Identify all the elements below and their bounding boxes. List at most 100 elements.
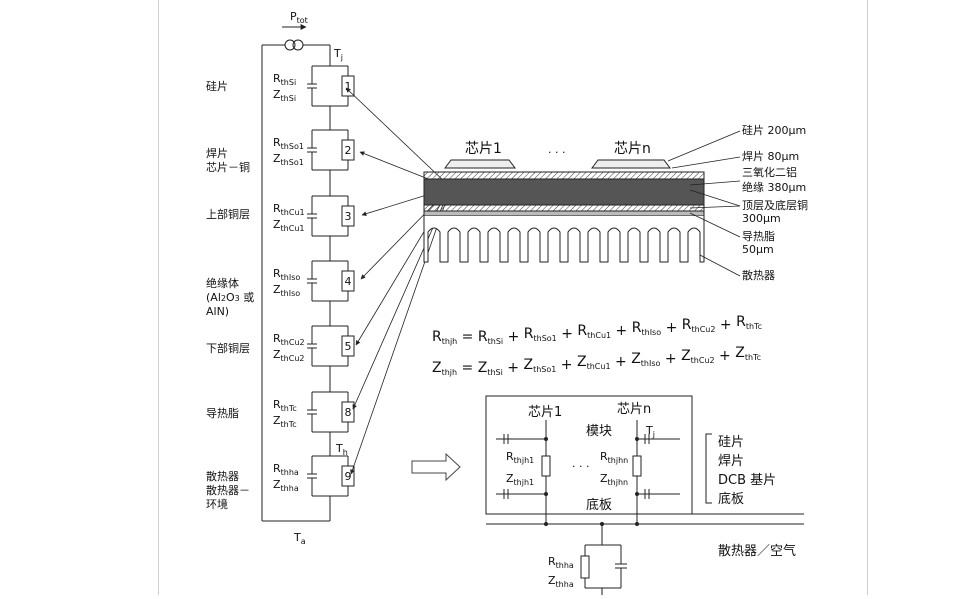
ta-label: Ta (293, 531, 306, 546)
resistor-box (341, 139, 355, 161)
chip-n-shape (591, 159, 671, 169)
stage-z-label: Zthha (273, 478, 299, 493)
cross-section-label: 300µm (742, 212, 781, 225)
bottom-copper-layer (423, 204, 705, 212)
label-leader-line (689, 180, 741, 186)
module-label: 模块 (586, 424, 612, 439)
layer-name-line: 上部铜层 (206, 207, 250, 221)
module-right-label: 焊片 (718, 453, 744, 469)
module-box: 芯片1 芯片n 模块 底板 · · · Rthjh1Zthjh1RthjhnZt… (485, 395, 804, 595)
layer-name-line: 散热器－ (206, 483, 250, 497)
layer-name-line: 芯片－铜 (206, 160, 250, 174)
label-leader-line (671, 156, 741, 169)
cross-section-label: 绝缘 380µm (742, 180, 806, 194)
stage-r-label: RthCu1 (273, 202, 305, 217)
ha-node (600, 522, 604, 526)
layer-name-line: (Al2O3 或 (206, 291, 254, 304)
module-rn: Rthjhn (600, 450, 628, 465)
cross-section-label: 焊片 80µm (742, 149, 799, 163)
module-right-label: 硅片 (718, 435, 744, 450)
heatsink-fins (423, 216, 705, 263)
module-tj: Tj (645, 424, 655, 439)
cross-section-label: 散热器 (742, 268, 775, 282)
layer-name-line: AlN) (206, 305, 229, 318)
branch-n-resistor (632, 455, 642, 477)
module-chip-1: 芯片1 (528, 405, 562, 420)
stage-r-label: RthSo1 (273, 136, 304, 151)
transform-arrow (411, 452, 461, 482)
chip-1-label: 芯片1 (465, 141, 502, 157)
layer-name-line: 绝缘体 (206, 276, 239, 290)
layer-name-line: 焊片 (206, 146, 228, 160)
module-right-label: DCB 基片 (718, 473, 776, 488)
stage-z-label: ZthIso (273, 283, 300, 298)
stage-z-label: ZthCu2 (273, 348, 305, 363)
chip-1-shape (444, 159, 516, 169)
current-source-circle-right (292, 39, 304, 51)
stage-number: 8 (345, 406, 352, 419)
page-margin-left (158, 0, 159, 595)
module-r1: Rthjh1 (506, 450, 534, 465)
stage-number: 5 (345, 340, 352, 353)
cross-section-label: 导热脂 (742, 229, 775, 243)
heatsink-air-label: 散热器／空气 (718, 543, 796, 559)
module-rha: Rthha (548, 555, 574, 570)
current-source-circle-left (284, 39, 296, 51)
cauer-ladder-network: 1RthSiZthSi硅片2RthSo1ZthSo1焊片芯片－铜3RthCu1Z… (206, 44, 447, 522)
z-equation: Zthjh = ZthSi + ZthSo1 + ZthCu1 + ZthIso… (432, 345, 761, 377)
stage-z-label: ZthSo1 (273, 152, 304, 167)
branch-1-resistor (541, 455, 551, 477)
layer-name-line: 硅片 (206, 80, 228, 93)
insulator-layer (423, 178, 705, 206)
thermal-grease-layer (423, 210, 705, 217)
stage-r-label: Rthha (273, 462, 299, 477)
label-leader-line (689, 205, 741, 209)
thermal-equations: Rthjh = RthSi + RthSo1 + RthCu1 + RthIso… (432, 314, 762, 377)
layer-pointer-arrow (352, 197, 447, 410)
th-label: Th (335, 442, 348, 457)
resistor-box (341, 401, 355, 423)
top-copper-layer (423, 171, 705, 180)
stage-r-label: RthCu2 (273, 332, 305, 347)
cross-section-label: 硅片 200µm (742, 124, 806, 137)
label-leader-line (689, 212, 741, 238)
heatsink-profile (423, 216, 705, 263)
label-leader-line (667, 130, 741, 162)
stage-r-label: RthTc (273, 398, 297, 413)
stage-number: 1 (345, 80, 352, 93)
stage-number: 9 (345, 470, 352, 483)
stage-number: 4 (345, 275, 352, 288)
baseplate-label: 底板 (586, 497, 612, 513)
stage-z-label: ZthCu1 (273, 218, 305, 233)
ptot-label: Ptot (290, 10, 308, 25)
stage-z-label: ZthSi (273, 88, 296, 103)
stage-number: 2 (345, 144, 352, 157)
module-zha: Zthha (548, 574, 574, 589)
branch-n-node-base (635, 522, 639, 526)
ha-resistor (580, 555, 590, 579)
resistor-box (341, 75, 355, 97)
layer-name-line: 导热脂 (206, 406, 239, 420)
branch-1-node-base (544, 522, 548, 526)
layer-name-line: 环境 (206, 497, 228, 511)
label-leader-line (689, 189, 741, 207)
resistor-box (341, 205, 355, 227)
cross-section-label: 顶层及底层铜 (742, 198, 808, 212)
branch-n-node-bottom (635, 492, 639, 496)
cross-section-label: 50µm (742, 243, 774, 256)
module-outline (485, 395, 693, 515)
layer-name-line: 散热器 (206, 469, 239, 483)
module-ellipsis: · · · (572, 460, 589, 473)
power-source: Ptot (282, 10, 308, 51)
layer-name-line: 下部铜层 (206, 341, 250, 355)
r-equation: Rthjh = RthSi + RthSo1 + RthCu1 + RthIso… (432, 314, 762, 346)
